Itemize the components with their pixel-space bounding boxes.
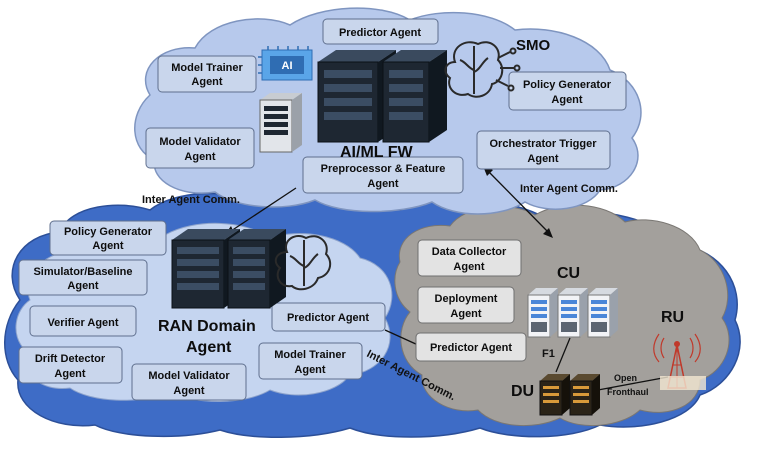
ran-simulator-label-1: Simulator/Baseline: [33, 266, 132, 278]
smo-model-validator-label-1: Model Validator: [159, 136, 241, 148]
ran-model-validator-agent[interactable]: Model Validator Agent: [131, 363, 247, 401]
smo-ran-link: [227, 187, 297, 234]
smo-edge-link: [486, 169, 551, 235]
fronthaul-label-1: Open: [614, 373, 637, 383]
smo-edge-arrow-bottom: [543, 228, 553, 238]
ran-predictor-label: Predictor Agent: [287, 312, 369, 324]
ran-model-validator-label-1: Model Validator: [148, 370, 230, 382]
smo-predictor-agent[interactable]: Predictor Agent: [322, 18, 439, 45]
du-label: DU: [511, 383, 534, 400]
edge-data-collector-label-1: Data Collector: [432, 246, 507, 258]
ran-simulator-agent[interactable]: Simulator/Baseline Agent: [18, 259, 148, 296]
fronthaul-link: [597, 376, 669, 391]
ran-domain-title-1: RAN Domain: [158, 318, 256, 335]
smo-server-rack-icon: [317, 50, 447, 143]
ran-model-trainer-label-2: Agent: [294, 364, 326, 376]
ran-drift-detector-label-1: Drift Detector: [35, 353, 106, 365]
f1-interface-label: F1: [542, 348, 555, 360]
smo-preprocessor-label-1: Preprocessor & Feature: [321, 163, 446, 175]
ran-predictor-agent[interactable]: Predictor Agent: [271, 302, 386, 332]
ai-chip-icon: AI: [258, 46, 313, 81]
ai-chip-label: AI: [282, 60, 293, 72]
edge-deployment-label-2: Agent: [450, 308, 482, 320]
cu-server-icon: [527, 288, 618, 338]
storage-server-icon: [259, 93, 302, 153]
smo-predictor-label: Predictor Agent: [339, 27, 421, 39]
smo-policy-generator-agent[interactable]: Policy Generator Agent: [508, 71, 627, 111]
smo-preprocessor-label-2: Agent: [367, 178, 399, 190]
ran-simulator-label-2: Agent: [67, 280, 99, 292]
ran-verifier-label: Verifier Agent: [47, 317, 118, 329]
ran-policy-generator-label-2: Agent: [92, 240, 124, 252]
edge-data-collector-label-2: Agent: [453, 261, 485, 273]
ran-model-validator-label-2: Agent: [173, 385, 205, 397]
smo-model-trainer-agent[interactable]: Model Trainer Agent: [157, 55, 257, 93]
ran-drift-detector-agent[interactable]: Drift Detector Agent: [18, 346, 123, 384]
smo-title: SMO: [516, 37, 551, 54]
radio-tower-icon: [653, 333, 706, 390]
smo-model-validator-label-2: Agent: [184, 151, 216, 163]
ran-model-trainer-agent[interactable]: Model Trainer Agent: [258, 342, 363, 380]
smo-model-trainer-label-2: Agent: [191, 76, 223, 88]
ran-policy-generator-agent[interactable]: Policy Generator Agent: [49, 220, 167, 256]
fronthaul-label-2: Fronthaul: [607, 387, 649, 397]
edge-data-collector-agent[interactable]: Data Collector Agent: [417, 239, 522, 277]
ran-brain-icon: [274, 234, 332, 291]
smo-orchestrator-trigger-label-2: Agent: [527, 153, 559, 165]
edge-deployment-label-1: Deployment: [435, 293, 498, 305]
brain-circuit-icon: [444, 41, 521, 98]
smo-policy-generator-label-2: Agent: [551, 94, 583, 106]
edge-predictor-agent[interactable]: Predictor Agent: [415, 332, 527, 362]
ran-model-trainer-label-1: Model Trainer: [274, 349, 346, 361]
ran-server-rack-icon: [171, 229, 286, 309]
f1-link: [555, 337, 571, 373]
smo-policy-generator-label-1: Policy Generator: [523, 79, 612, 91]
ran-drift-detector-label-2: Agent: [54, 368, 86, 380]
du-server-icon: [539, 374, 600, 416]
ran-policy-generator-label-1: Policy Generator: [64, 226, 153, 238]
smo-ran-comm-label: Inter Agent Comm.: [142, 194, 240, 206]
cu-label: CU: [557, 265, 580, 282]
smo-orchestrator-trigger-label-1: Orchestrator Trigger: [490, 138, 598, 150]
ru-label: RU: [661, 309, 684, 326]
ran-domain-title-2: Agent: [186, 339, 232, 356]
ran-verifier-agent[interactable]: Verifier Agent: [29, 305, 137, 337]
smo-edge-comm-label: Inter Agent Comm.: [520, 183, 618, 195]
smo-model-trainer-label-1: Model Trainer: [171, 62, 243, 74]
smo-model-validator-agent[interactable]: Model Validator Agent: [145, 127, 255, 169]
aiml-framework-label: AI/ML FW: [340, 144, 413, 161]
smo-orchestrator-trigger-agent[interactable]: Orchestrator Trigger Agent: [476, 130, 611, 170]
edge-deployment-agent[interactable]: Deployment Agent: [417, 286, 515, 324]
smo-preprocessor-agent[interactable]: Preprocessor & Feature Agent: [302, 156, 464, 194]
edge-predictor-label: Predictor Agent: [430, 342, 512, 354]
